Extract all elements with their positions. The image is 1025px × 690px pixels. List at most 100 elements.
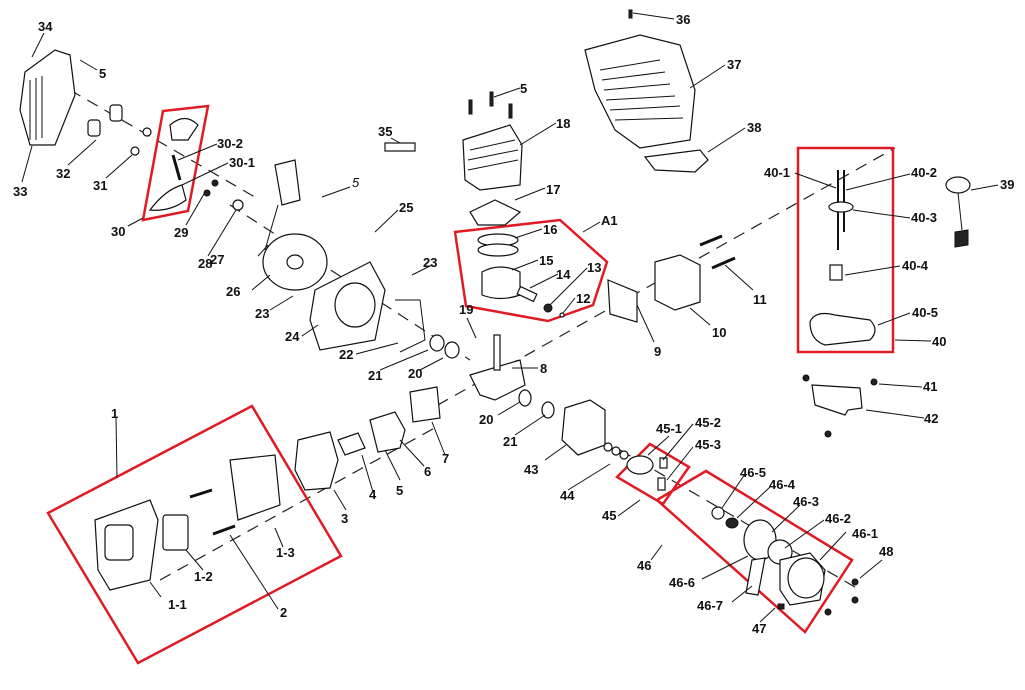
crankcase-bore <box>334 282 376 328</box>
leader-48 <box>859 559 883 579</box>
leader-1-2 <box>185 549 204 571</box>
leader-40 <box>894 339 932 342</box>
leader-12 <box>562 297 576 314</box>
leader-31 <box>105 154 133 179</box>
label-45-2: 45-2 <box>695 415 721 430</box>
label-3: 3 <box>341 511 348 526</box>
label-39: 39 <box>1000 177 1014 192</box>
leader-5b <box>321 186 351 198</box>
label-35: 35 <box>378 124 392 139</box>
spark-plug-part <box>384 142 416 152</box>
label-27: 27 <box>210 252 224 267</box>
washer-part <box>603 442 613 452</box>
clutch-housing-part <box>561 399 606 456</box>
label-21: 21 <box>503 434 517 449</box>
label-14: 14 <box>556 267 571 282</box>
leader-26 <box>251 274 271 291</box>
cover-vents <box>599 59 684 121</box>
leader-lines <box>21 12 999 623</box>
label-10: 10 <box>712 325 726 340</box>
fuel-cap-part <box>945 176 971 194</box>
ignition-coil-part <box>274 159 301 206</box>
starter-cover-ribs <box>29 76 43 140</box>
label-29: 29 <box>174 225 188 240</box>
leader-6 <box>399 439 425 467</box>
leader-46-4 <box>736 486 771 519</box>
seal-part <box>429 334 445 352</box>
fuel-tank-part <box>809 312 876 346</box>
label-12: 12 <box>576 291 590 306</box>
fuel-filter-part <box>829 264 843 281</box>
label-36: 36 <box>676 12 690 27</box>
leader-45-1 <box>647 435 670 456</box>
leader-46-5 <box>721 473 746 509</box>
leader-43 <box>544 444 567 461</box>
clutch-hub-part <box>626 455 654 475</box>
leader-45 <box>617 499 641 517</box>
leader-46-6 <box>701 555 749 580</box>
leader-35 <box>390 137 401 144</box>
leader-1-1 <box>149 581 162 598</box>
leader-41 <box>878 383 923 388</box>
leader-44 <box>567 463 611 491</box>
leader-47 <box>759 607 776 623</box>
screw-part <box>870 378 878 386</box>
intake-manifold-part <box>369 411 406 453</box>
label-17: 17 <box>546 182 560 197</box>
seal-part <box>518 389 532 407</box>
leader-19 <box>466 317 477 339</box>
label-30: 30 <box>111 224 125 239</box>
piston-pin-part <box>516 285 538 303</box>
label-45-3: 45-3 <box>695 437 721 452</box>
label-8: 8 <box>540 361 547 376</box>
leader-39 <box>970 184 999 191</box>
label-20: 20 <box>408 366 422 381</box>
label-24: 24 <box>285 329 300 344</box>
leader-13 <box>549 267 588 306</box>
label-28: 28 <box>198 256 212 271</box>
washer-part <box>611 446 621 456</box>
leader-4 <box>361 454 374 493</box>
part-labels: 34 5 33 32 31 30 30-2 30-1 29 28 27 5 26… <box>13 12 1014 636</box>
leader-40-5 <box>877 312 911 326</box>
screw-part <box>851 596 859 604</box>
leader-28 <box>207 209 237 257</box>
bolt-part <box>109 104 123 122</box>
cylinder-part <box>462 124 523 191</box>
screw-part <box>212 524 236 536</box>
nut-part <box>232 199 244 211</box>
leader-46-7 <box>731 585 753 603</box>
leader-20a <box>419 357 444 371</box>
washer-part <box>619 450 629 460</box>
starter-cover-part <box>19 49 76 146</box>
label-9: 9 <box>654 344 661 359</box>
connecting-rod-part <box>493 334 501 371</box>
leader-1 <box>115 416 118 479</box>
leader-15 <box>511 259 539 271</box>
leader-45-2 <box>662 423 694 461</box>
leader-34 <box>31 32 45 58</box>
leader-40-4 <box>844 265 901 276</box>
leader-37 <box>689 64 726 89</box>
leader-40-2 <box>845 173 911 191</box>
label-42: 42 <box>924 411 938 426</box>
tank-bracket-part <box>811 384 863 416</box>
crankshaft-part <box>469 359 526 401</box>
label-46-5: 46-5 <box>740 465 766 480</box>
flywheel-hub <box>286 254 304 270</box>
leader-46 <box>650 544 663 561</box>
seal-part <box>444 341 460 359</box>
insulator-plate-part <box>409 386 441 423</box>
leader-1-3 <box>274 527 284 548</box>
label-19: 19 <box>459 302 473 317</box>
nut-part <box>203 189 211 197</box>
label-23: 23 <box>423 255 437 270</box>
leader-45-3 <box>666 446 694 481</box>
label-47: 47 <box>752 621 766 636</box>
label-1-1: 1-1 <box>168 597 187 612</box>
leader-23b <box>269 295 294 311</box>
label-5: 5 <box>99 66 106 81</box>
leader-10 <box>689 307 711 326</box>
label-37: 37 <box>727 57 741 72</box>
